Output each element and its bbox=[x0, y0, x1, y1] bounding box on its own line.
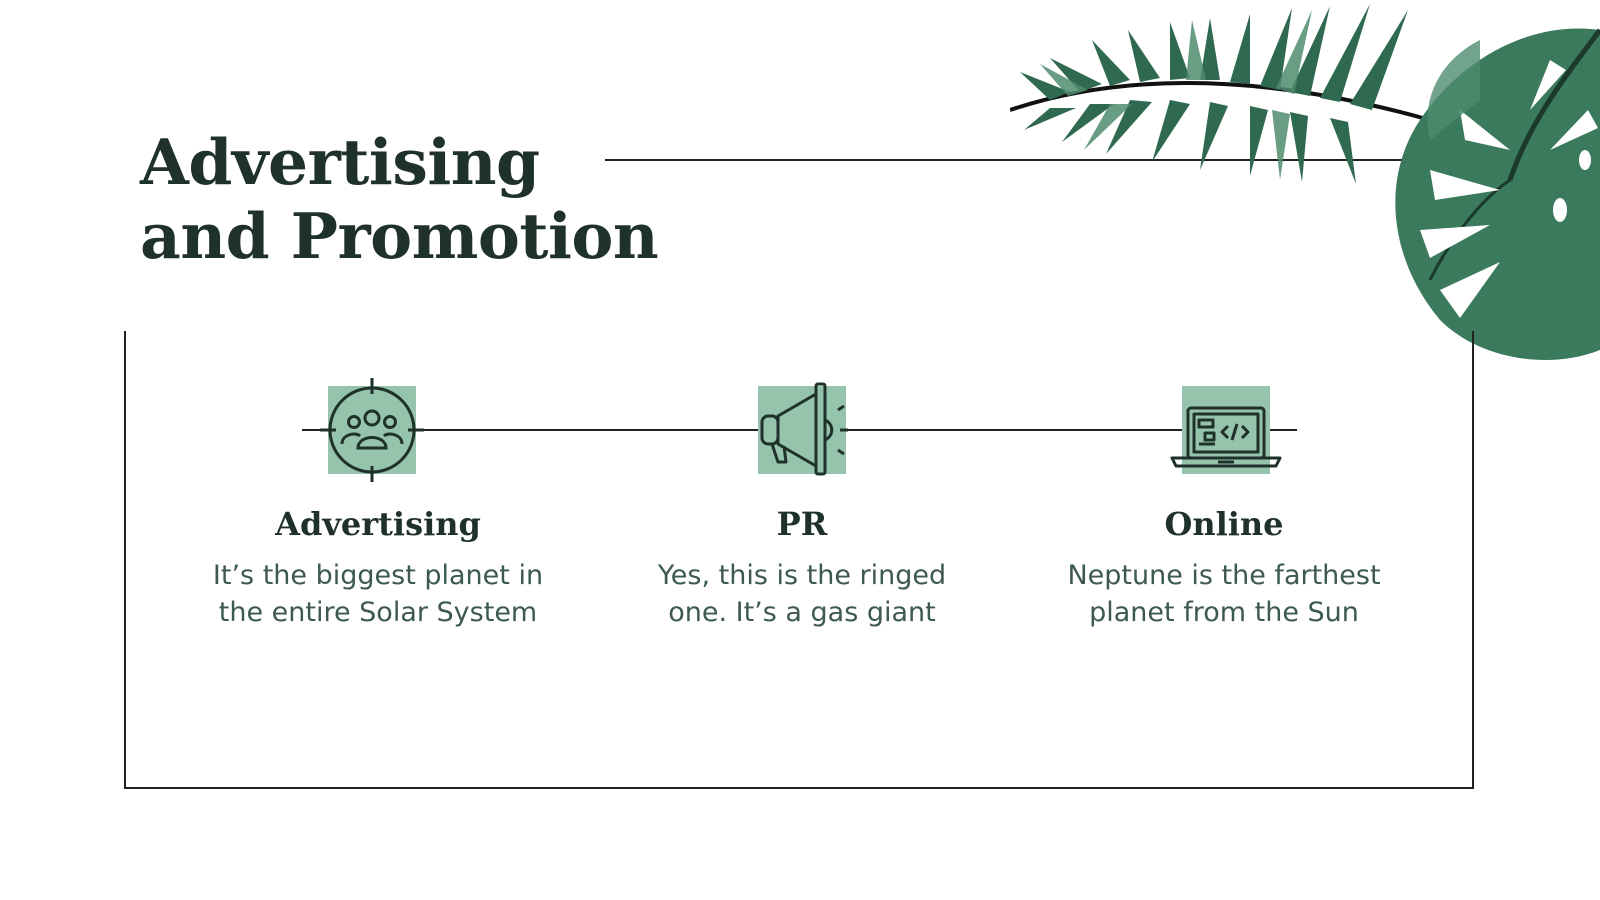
column-heading: Advertising bbox=[275, 505, 481, 543]
column-description: It’s the biggest planet in the entire So… bbox=[212, 560, 544, 628]
column-heading: PR bbox=[776, 505, 828, 543]
column-advertising: Advertising It’s the biggest planet in t… bbox=[208, 503, 548, 631]
leaves-decoration bbox=[1010, 4, 1600, 360]
monstera-leaf-icon bbox=[1395, 28, 1600, 360]
title-line-1: Advertising bbox=[140, 125, 540, 199]
content-frame bbox=[124, 331, 1474, 789]
target-audience-icon bbox=[320, 378, 424, 482]
page-title: Advertising and Promotion bbox=[140, 125, 659, 273]
title-divider bbox=[605, 159, 1427, 161]
laptop-code-icon bbox=[1170, 406, 1282, 468]
column-description: Yes, this is the ringed one. It’s a gas … bbox=[657, 560, 947, 628]
title-line-2: and Promotion bbox=[140, 199, 659, 273]
column-pr: PR Yes, this is the ringed one. It’s a g… bbox=[632, 503, 972, 631]
palm-leaf-icon bbox=[1010, 4, 1431, 184]
megaphone-icon bbox=[760, 382, 848, 476]
column-description: Neptune is the farthest planet from the … bbox=[1067, 560, 1381, 628]
icon-box-online bbox=[1170, 386, 1282, 474]
column-online: Online Neptune is the farthest planet fr… bbox=[1054, 503, 1394, 631]
column-heading: Online bbox=[1164, 505, 1284, 543]
icon-box-advertising bbox=[320, 378, 424, 482]
icon-box-pr bbox=[758, 382, 848, 476]
